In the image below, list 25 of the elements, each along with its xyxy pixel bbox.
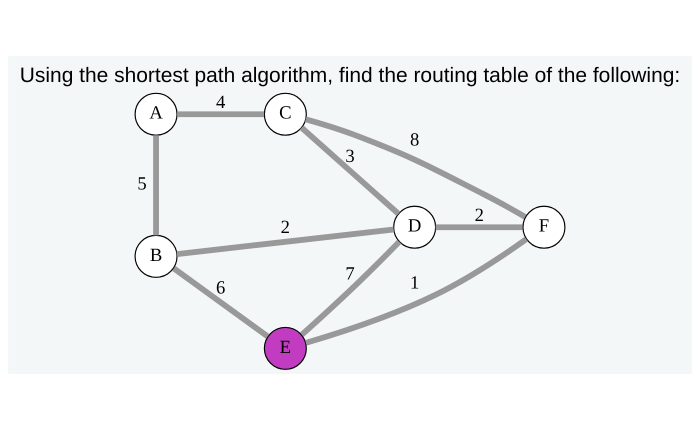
node-circle: C <box>264 92 307 136</box>
edge-label: 2 <box>280 216 290 238</box>
connector <box>300 125 400 216</box>
connector <box>305 236 528 346</box>
edge-label: 5 <box>137 174 147 195</box>
connector <box>176 226 394 257</box>
connector <box>304 116 527 220</box>
edge-label: 1 <box>410 272 420 294</box>
connector <box>300 240 402 337</box>
node-circle: F <box>522 206 566 249</box>
node-circle: B <box>134 234 178 278</box>
edge-label: 8 <box>410 129 420 150</box>
edge-label: 6 <box>216 277 226 298</box>
node-circle: D <box>393 206 436 249</box>
edge-label: 4 <box>216 92 226 114</box>
connector <box>436 224 523 230</box>
diagram-title: Using the shortest path algorithm, find the routing table of the following: <box>20 64 680 88</box>
connector <box>172 266 270 339</box>
edge-label: 3 <box>345 146 355 167</box>
node-circle: A <box>134 92 178 136</box>
connector <box>177 111 264 118</box>
edge-label: 7 <box>345 263 355 284</box>
node-circle: E <box>264 326 307 370</box>
connector <box>153 135 159 236</box>
edge-label: 2 <box>474 205 484 226</box>
